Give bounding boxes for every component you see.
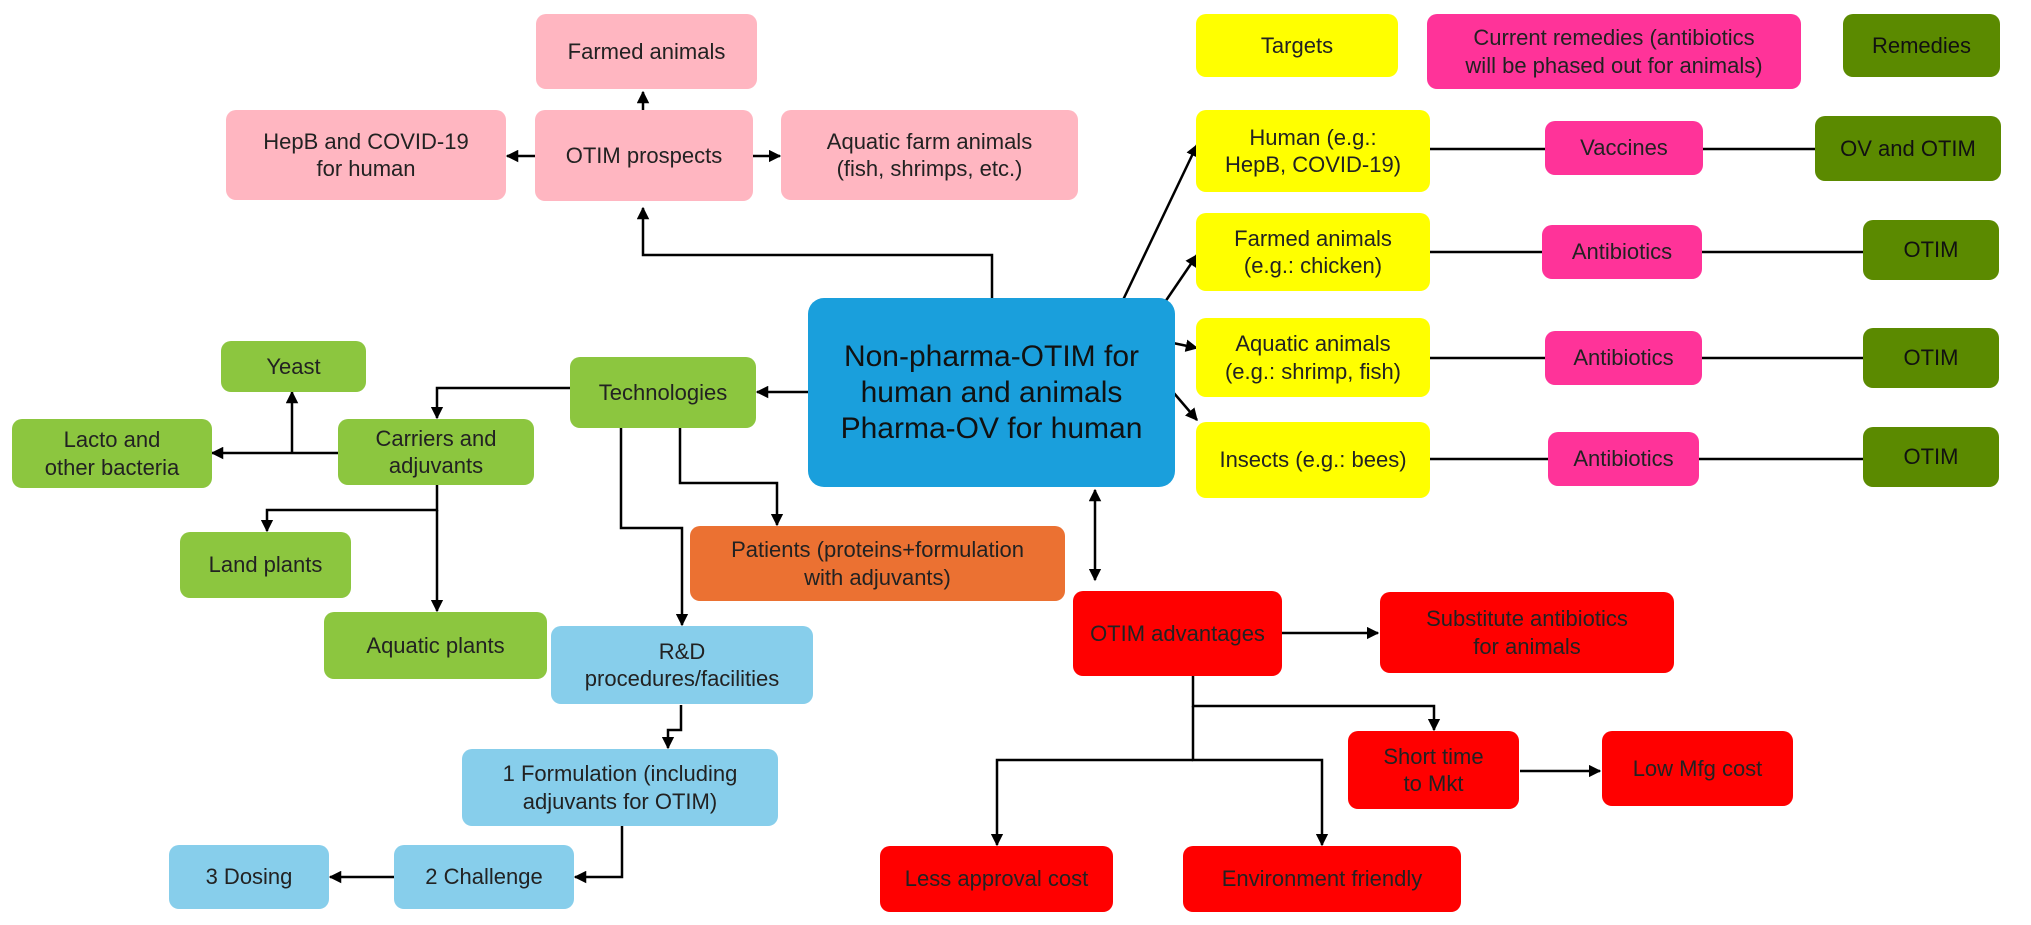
remedy-otim-insects: OTIM: [1863, 427, 1999, 487]
carriers-and-adjuvants: Carriers and adjuvants: [338, 419, 534, 485]
legend-current-remedies: Current remedies (antibiotics will be ph…: [1427, 14, 1801, 89]
center-node: Non-pharma-OTIM for human and animals Ph…: [808, 298, 1175, 487]
arrow-advantages-to-less-approval: [990, 758, 1193, 847]
step-challenge: 2 Challenge: [394, 845, 574, 909]
arrow-tech-to-rnd: [619, 428, 689, 627]
technologies: Technologies: [570, 357, 756, 428]
arrow-center-to-aquatic: [1172, 339, 1199, 352]
arrow-center-to-prospects: [636, 206, 994, 298]
arrow-advantages-to-short-time: [1191, 675, 1441, 732]
otim-advantages: OTIM advantages: [1073, 591, 1282, 676]
arrow-center-to-insects: [1172, 391, 1198, 421]
arrow-carriers-to-land-plants: [260, 483, 439, 533]
remedy-otim-aquatic: OTIM: [1863, 328, 1999, 388]
target-human: Human (e.g.: HepB, COVID-19): [1196, 110, 1430, 192]
step-formulation: 1 Formulation (including adjuvants for O…: [462, 749, 778, 826]
lacto-and-other-bacteria: Lacto and other bacteria: [12, 419, 212, 488]
target-farmed-animals: Farmed animals (e.g.: chicken): [1196, 213, 1430, 291]
less-approval-cost: Less approval cost: [880, 846, 1113, 912]
arrow-tech-to-patients: [678, 428, 784, 527]
arrow-rnd-to-formulation: [661, 705, 683, 750]
aquatic-farm-prospect: Aquatic farm animals (fish, shrimps, etc…: [781, 110, 1078, 200]
short-time-to-market: Short time to Mkt: [1348, 731, 1519, 809]
yeast: Yeast: [221, 341, 366, 392]
rnd-procedures-facilities: R&D procedures/facilities: [551, 626, 813, 704]
legend-targets: Targets: [1196, 14, 1398, 77]
remedy-ov-otim: OV and OTIM: [1815, 116, 2001, 181]
low-mfg-cost: Low Mfg cost: [1602, 731, 1793, 806]
aquatic-plants: Aquatic plants: [324, 612, 547, 679]
patients: Patients (proteins+formulation with adju…: [690, 526, 1065, 601]
remedy-otim-farmed: OTIM: [1863, 220, 1999, 280]
otim-prospects: OTIM prospects: [535, 110, 753, 201]
step-dosing: 3 Dosing: [169, 845, 329, 909]
farmed-animals-prospect: Farmed animals: [536, 14, 757, 89]
current-vaccines: Vaccines: [1545, 121, 1703, 175]
target-aquatic-animals: Aquatic animals (e.g.: shrimp, fish): [1196, 318, 1430, 397]
current-antibiotics-farmed: Antibiotics: [1542, 225, 1702, 279]
arrow-center-to-human: [1121, 143, 1199, 301]
legend-remedies: Remedies: [1843, 14, 2000, 77]
arrow-advantages-to-env: [1191, 706, 1329, 847]
arrow-center-to-farmed: [1163, 253, 1199, 303]
hepb-covid-prospect: HepB and COVID-19 for human: [226, 110, 506, 200]
arrow-formulation-to-challenge: [573, 826, 624, 884]
current-antibiotics-insects: Antibiotics: [1548, 432, 1699, 486]
arrow-tech-to-carriers: [430, 386, 570, 420]
target-insects: Insects (e.g.: bees): [1196, 422, 1430, 498]
current-antibiotics-aquatic: Antibiotics: [1545, 331, 1702, 385]
land-plants: Land plants: [180, 532, 351, 598]
environment-friendly: Environment friendly: [1183, 846, 1461, 912]
substitute-antibiotics: Substitute antibiotics for animals: [1380, 592, 1674, 673]
